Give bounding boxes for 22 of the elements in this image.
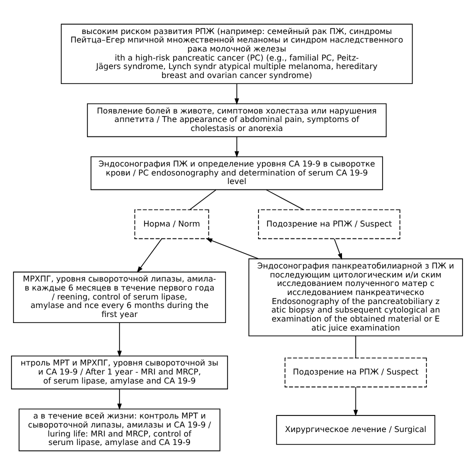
arrow (117, 322, 122, 357)
node-box: Норма / Norm (134, 208, 210, 239)
node-box: Хирургическое лечение / Surgical (276, 414, 436, 444)
arrow (234, 82, 240, 104)
node-box: высоким риском развития РПЖ (например: семейный рак ПЖ, синдромы Пейтца–Егер мпичной множественной меланомы и синдром наследственного рака молочной железы ith a high-risk pancreatic cancer (PC) (e.g., familial PC, Peitz-Jägers syndrome, Lynch syndr atypical multiple melanoma, hereditary breast and ovarian cancer syndrome) (60, 23, 413, 84)
node-box: Подозрение на РПЖ / Suspect (284, 357, 427, 387)
node-box: Эндосонография панкреатобилиарной з ПЖ и последующим цитологическим и/и ским исследованием полученного матер с исследованием панкреатическо Endosonography of the pancreatobiliary z atic biopsy and subsequent cytological an examination of the obtained material or E atic juice examination (248, 258, 463, 336)
node-box: МРХПГ, уровня сывороточной липазы, амила- в каждые 6 месяцев в течение первого года / reening, control of serum lipase, amylase and nce every 6 months during the first year (13, 271, 226, 323)
node-box: Появление болей в животе, симптомов холестаза или нарушения аппетита / The appearance of abdominal pain, symptoms of cholestasis or anorexia (86, 102, 387, 137)
connector (355, 335, 356, 358)
arrow (206, 238, 259, 259)
node-box: а в течение всей жизни: контроль МРТ и сывороточной липазы, амилазы и CA 19-9 / luring life: MRI and MRCP, control of serum lipase, amylase and CA 19-9 (18, 408, 220, 451)
node-box: Эндосонография ПЖ и определение уровня CA 19-9 в сыворотке крови / PC endosonography and determination of serum CA 19-9 level (90, 156, 383, 190)
node-box: Подозрение на РПЖ / Suspect (258, 208, 400, 239)
arrow (234, 136, 240, 158)
connector (266, 188, 304, 210)
arrow (117, 388, 122, 410)
connector (189, 189, 216, 210)
arrow (334, 238, 342, 260)
arrow (353, 386, 358, 416)
node-box: нтроль МРТ и МРХПГ, уровня сывороточной зы и CA 19-9 / After 1 year - MRI and MRCP, of serum lipase, amylase and CA 19-9 (11, 355, 228, 389)
arrow (136, 238, 162, 272)
